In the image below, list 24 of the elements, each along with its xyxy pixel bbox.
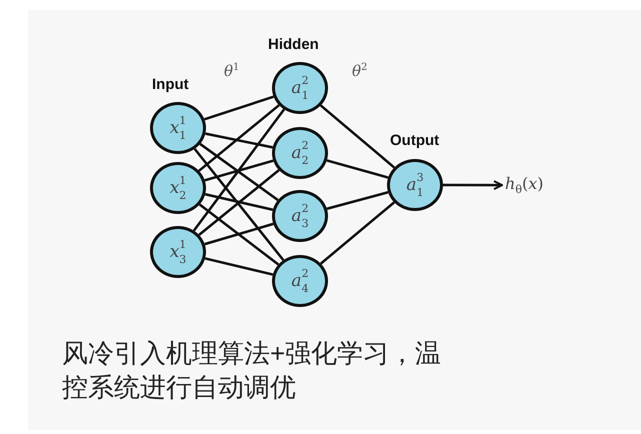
connector (205, 132, 273, 149)
connector (204, 257, 274, 276)
connector (204, 95, 274, 121)
caption: 风冷引入机理算法+强化学习，温控系统进行自动调优 (62, 337, 442, 404)
connector (326, 191, 388, 210)
connector (199, 142, 279, 202)
connector (198, 204, 280, 266)
weight-label: θ$^{1}$ (224, 62, 240, 80)
connector (204, 193, 274, 211)
connector (326, 159, 389, 179)
output-label: h$_{θ}$(x) (505, 174, 544, 196)
connector (198, 104, 280, 172)
connector (320, 104, 396, 168)
layer-label: Hidden (268, 36, 319, 53)
arrow (443, 180, 503, 190)
connector (194, 148, 284, 261)
connector (204, 222, 274, 246)
layer-label: Output (390, 132, 440, 149)
weight-label: θ$^{2}$ (352, 62, 368, 80)
connector (198, 169, 280, 236)
connector (204, 159, 274, 182)
connector (192, 108, 286, 232)
connector (320, 201, 395, 265)
layer-label: Input (152, 76, 189, 93)
